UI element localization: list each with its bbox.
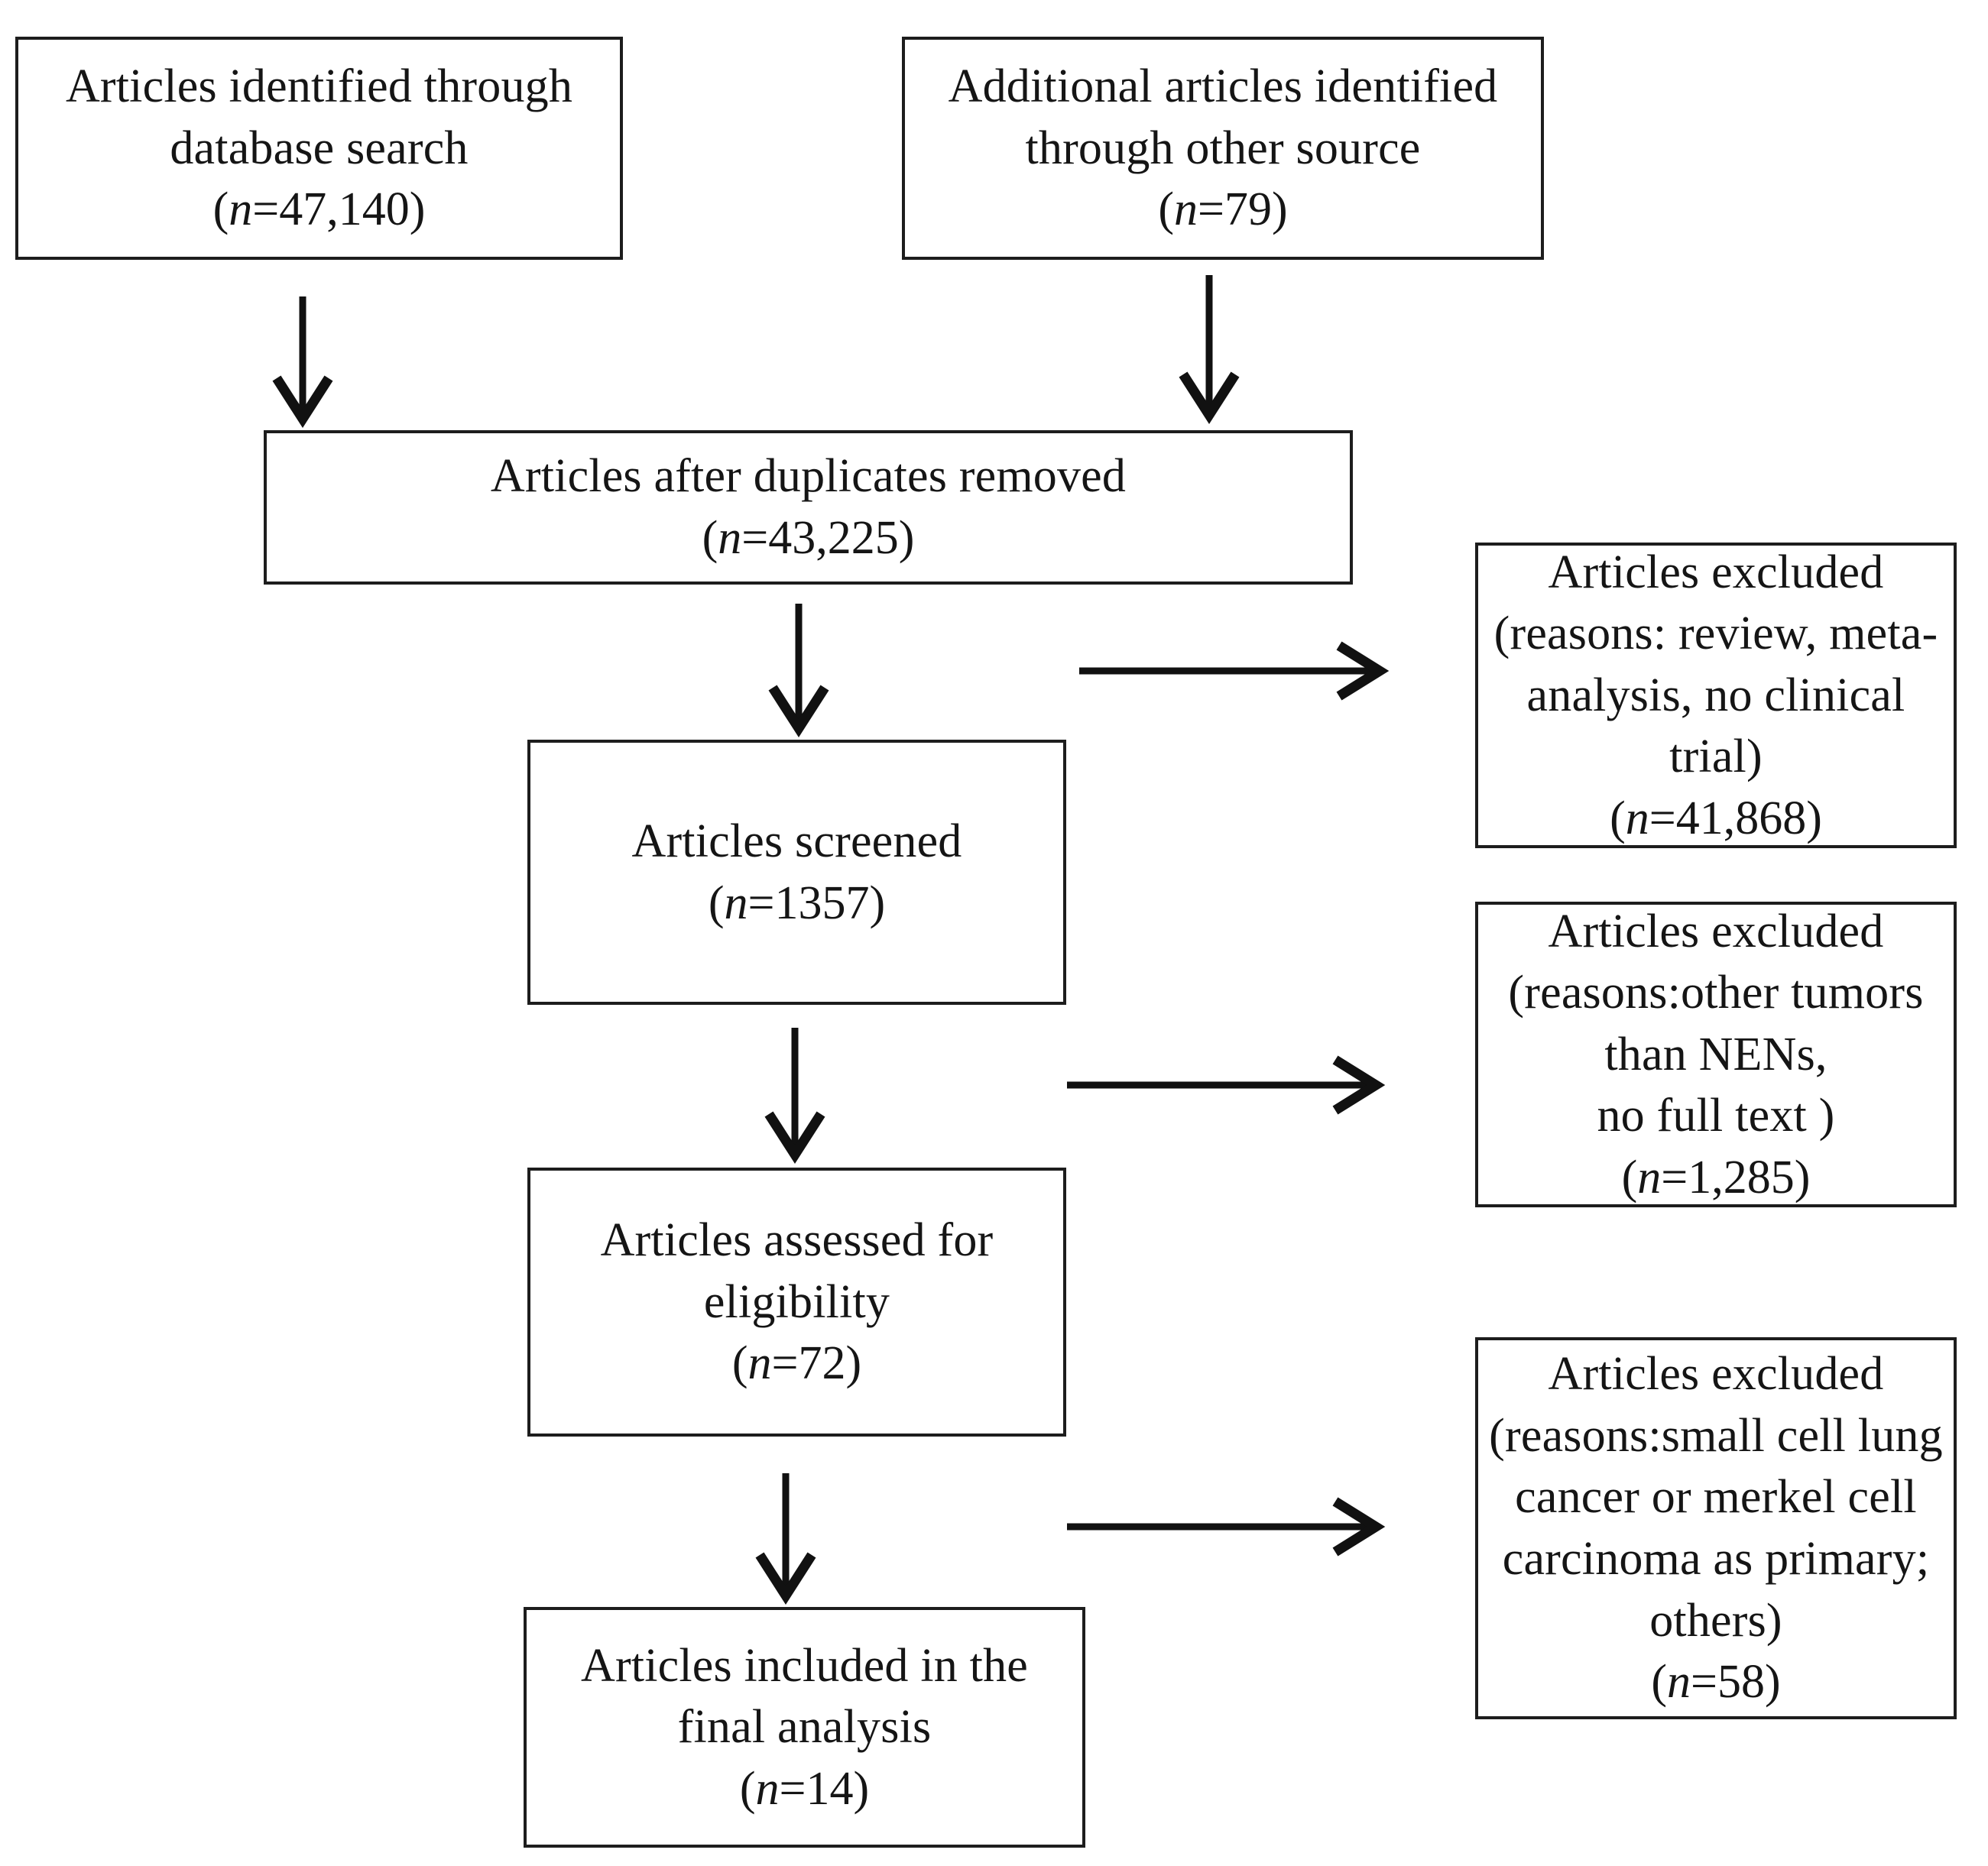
box-excluded-screening: Articles excluded (reasons: review, meta… [1475, 543, 1957, 848]
box-identified-other-source-count: (n=79) [1158, 183, 1288, 236]
box-duplicates-removed: Articles after duplicates removed (n=43,… [264, 430, 1353, 585]
box-assessed-eligibility-label: Articles assessed for eligibility [600, 1214, 994, 1328]
box-assessed-eligibility: Articles assessed for eligibility (n=72) [527, 1168, 1066, 1437]
box-included-final-analysis-label: Articles included in the final analysis [580, 1639, 1029, 1754]
box-excluded-sclc-merkel-label: Articles excluded (reasons:small cell lu… [1489, 1348, 1943, 1647]
box-identified-database-count: (n=47,140) [212, 183, 426, 236]
arrow-screened-to-excluded-other-tumors [1067, 1055, 1386, 1115]
box-excluded-screening-label: Articles excluded (reasons: review, meta… [1493, 546, 1938, 783]
box-identified-database-label: Articles identified through database sea… [65, 60, 573, 174]
box-duplicates-removed-label: Articles after duplicates removed [490, 450, 1127, 503]
arrow-eligibility-to-included [755, 1473, 816, 1605]
box-identified-other-source-label: Additional articles identified through o… [948, 60, 1498, 174]
arrow-screened-to-eligibility [764, 1028, 825, 1165]
box-identified-database: Articles identified through database sea… [15, 37, 623, 260]
box-excluded-sclc-merkel-count: (n=58) [1651, 1656, 1781, 1709]
box-identified-other-source: Additional articles identified through o… [902, 37, 1544, 260]
arrow-identified-database-to-duplicates [272, 296, 333, 429]
box-excluded-sclc-merkel: Articles excluded (reasons:small cell lu… [1475, 1337, 1957, 1719]
arrow-duplicates-to-excluded-screening [1079, 641, 1390, 701]
box-excluded-screening-count: (n=41,868) [1610, 792, 1822, 844]
box-included-final-analysis-count: (n=14) [739, 1762, 870, 1815]
box-screened-count: (n=1357) [708, 876, 886, 929]
box-screened-label: Articles screened [631, 815, 962, 867]
arrow-eligibility-to-excluded-sclc-merkel [1067, 1497, 1386, 1557]
arrow-other-source-to-duplicates [1179, 275, 1240, 425]
box-excluded-other-tumors: Articles excluded (reasons:other tumors … [1475, 902, 1957, 1207]
box-duplicates-removed-count: (n=43,225) [702, 512, 915, 564]
box-included-final-analysis: Articles included in the final analysis … [524, 1607, 1085, 1848]
arrow-duplicates-to-screened [768, 604, 829, 738]
box-excluded-other-tumors-count: (n=1,285) [1621, 1151, 1811, 1204]
box-excluded-other-tumors-label: Articles excluded (reasons:other tumors … [1508, 905, 1924, 1142]
box-screened: Articles screened (n=1357) [527, 740, 1066, 1005]
box-assessed-eligibility-count: (n=72) [731, 1337, 862, 1390]
